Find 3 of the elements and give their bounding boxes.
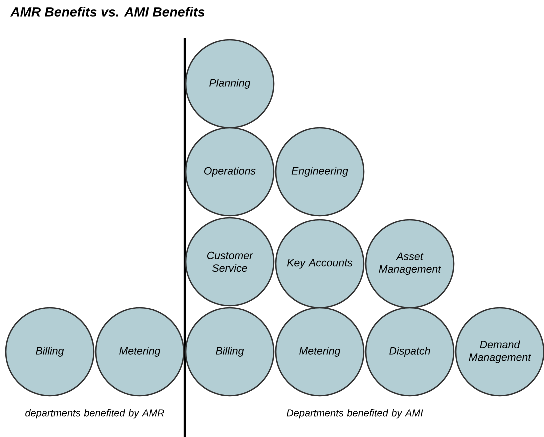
group-caption: Departments benefited by AMI: [286, 409, 424, 419]
title: AMR Benefits vs. AMI Benefits: [10, 7, 205, 17]
group-caption: departments benefited by AMR: [26, 409, 164, 419]
